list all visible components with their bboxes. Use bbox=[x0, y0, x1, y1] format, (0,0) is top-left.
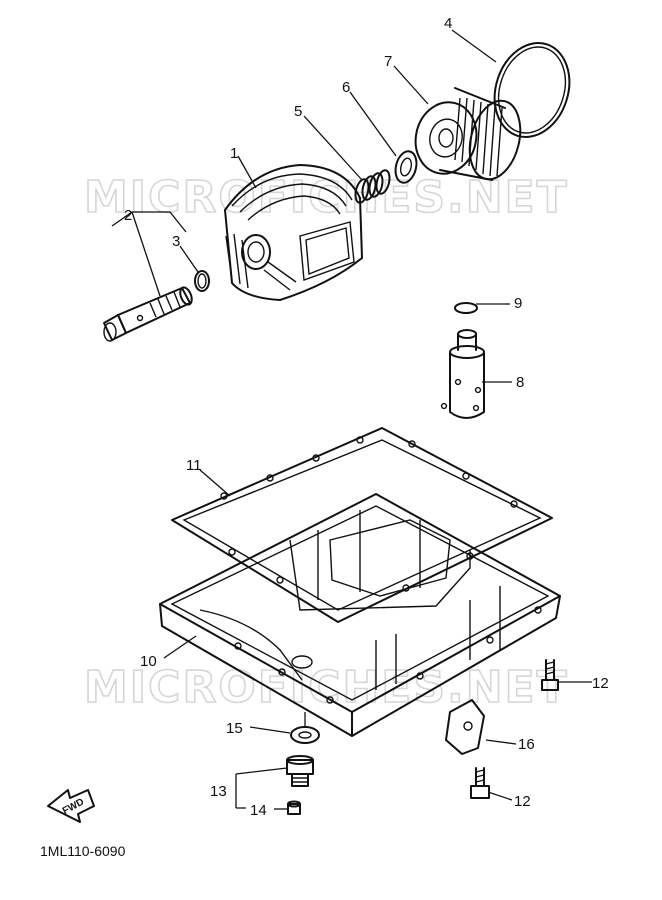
callout-14: 14 bbox=[250, 802, 267, 819]
callout-15: 15 bbox=[226, 720, 243, 737]
callout-5: 5 bbox=[294, 103, 302, 120]
part-15-drain-washer[interactable] bbox=[290, 726, 320, 744]
part-16-bracket[interactable] bbox=[445, 699, 485, 755]
fwd-label: FWD bbox=[61, 797, 86, 817]
leader-lines bbox=[111, 29, 592, 810]
callout-9: 9 bbox=[514, 295, 522, 312]
part-3-o-ring-small[interactable] bbox=[194, 270, 210, 292]
callout-8: 8 bbox=[516, 374, 524, 391]
forward-arrow-icon: FWD bbox=[47, 789, 95, 823]
callout-10: 10 bbox=[140, 653, 157, 670]
part-6-washer[interactable] bbox=[392, 149, 419, 185]
callout-16: 16 bbox=[518, 736, 535, 753]
callout-1: 1 bbox=[230, 145, 238, 162]
part-12-bolt-upper[interactable] bbox=[541, 659, 559, 691]
part-2-union-bolt[interactable] bbox=[103, 286, 194, 342]
callout-2: 2 bbox=[124, 207, 132, 224]
diagram-code: 1ML110-6090 bbox=[40, 843, 126, 859]
part-13-drain-plug[interactable] bbox=[286, 755, 314, 787]
part-8-relief-valve[interactable] bbox=[440, 329, 485, 419]
part-7-oil-filter-element[interactable] bbox=[408, 87, 528, 185]
callout-labels: 4 7 6 5 1 2 3 9 8 11 10 12 16 15 13 14 1… bbox=[124, 15, 609, 819]
callout-3: 3 bbox=[172, 233, 180, 250]
watermark-bottom: MICROFICHES.NET bbox=[84, 662, 569, 713]
callout-7: 7 bbox=[384, 53, 392, 70]
part-1-oil-filter-cover[interactable] bbox=[224, 164, 363, 301]
part-4-o-ring-large[interactable] bbox=[483, 33, 581, 147]
part-12-bolt-lower[interactable] bbox=[470, 767, 490, 799]
callout-12-upper: 12 bbox=[592, 675, 609, 692]
callout-6: 6 bbox=[342, 79, 350, 96]
part-5-spring[interactable] bbox=[353, 169, 391, 204]
callout-12-lower: 12 bbox=[514, 793, 531, 810]
part-10-oil-pan[interactable] bbox=[159, 493, 561, 737]
callout-11: 11 bbox=[186, 457, 202, 474]
part-14-plug[interactable] bbox=[287, 800, 301, 815]
part-11-oil-pan-gasket[interactable] bbox=[171, 427, 553, 623]
callout-13: 13 bbox=[210, 783, 227, 800]
part-9-o-ring[interactable] bbox=[454, 302, 478, 314]
callout-4: 4 bbox=[444, 15, 452, 32]
